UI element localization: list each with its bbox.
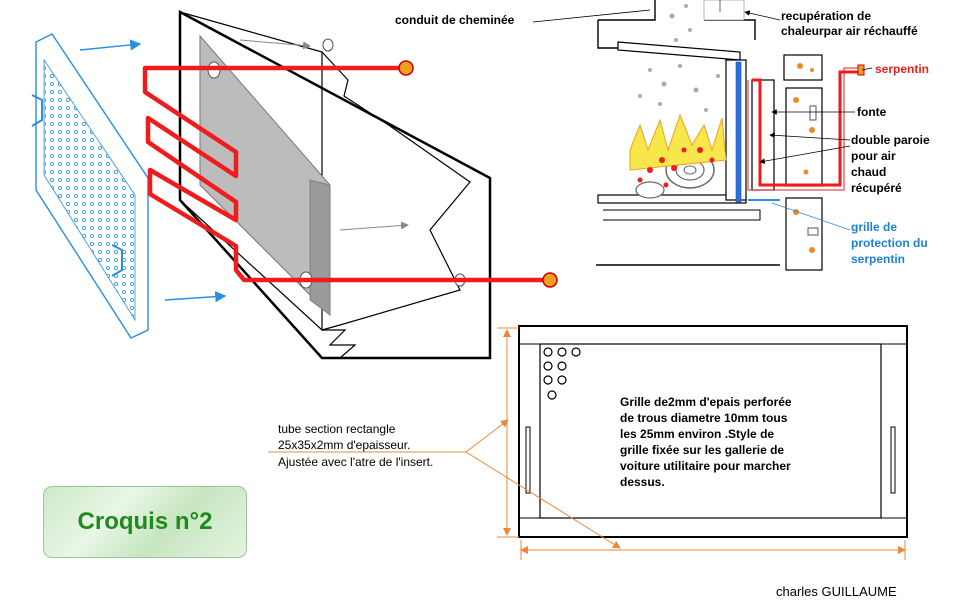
tube-note-line-2: 25x35x2mm d'epaisseur.	[278, 438, 411, 452]
label-double-paroie-4: récupéré	[851, 181, 902, 195]
author-signature: charles GUILLAUME	[776, 584, 897, 599]
grille-note-line-4: grille fixée sur les gallerie de	[620, 443, 785, 457]
label-recuperation-1: recupération de	[781, 9, 872, 23]
grille-note-line-3: les 25mm environ .Style de	[620, 427, 775, 441]
grille-note-line-1: Grille de2mm d'epais perforée	[620, 395, 792, 409]
label-double-paroie-2: pour air	[851, 149, 896, 163]
serpentin-fitting-top	[398, 60, 414, 76]
grille-note-line-6: dessus.	[620, 475, 665, 489]
grille-note-line-5: voiture utilitaire pour marcher	[620, 459, 791, 473]
label-double-paroie-3: chaud	[851, 165, 887, 179]
stove-cross-section	[596, 0, 865, 271]
sketch-title: Croquis n°2	[77, 508, 213, 535]
label-double-paroie-1: double paroie	[851, 133, 930, 147]
perforated-grille-perspective	[31, 33, 149, 339]
label-recuperation-2: chaleurpar air réchauffé	[781, 24, 918, 38]
grille-note-line-2: de trous diametre 10mm tous	[620, 411, 788, 425]
tube-note-line-1: tube section rectangle	[278, 422, 396, 436]
label-grille-protection-2: protection du	[851, 236, 928, 250]
label-serpentin: serpentin	[875, 62, 930, 76]
grille-dimension-lines	[268, 327, 906, 560]
serpentin-coil	[142, 65, 548, 283]
air-flow-arrow-top	[79, 39, 142, 51]
sketch-title-badge: Croquis n°2	[43, 486, 247, 558]
label-pointers	[532, 9, 873, 231]
serpentin-fitting-bottom	[542, 272, 558, 288]
label-fonte: fonte	[857, 105, 887, 119]
insert-box-perspective	[178, 9, 492, 360]
tube-note-line-3: Ajustée avec l'atre de l'insert.	[278, 455, 434, 469]
grille-plan-view	[518, 325, 908, 538]
label-conduit: conduit de cheminée	[395, 13, 515, 27]
air-flow-arrow-bottom	[164, 291, 227, 303]
label-grille-protection-3: serpentin	[851, 252, 906, 266]
label-grille-protection-1: grille de	[851, 220, 898, 234]
